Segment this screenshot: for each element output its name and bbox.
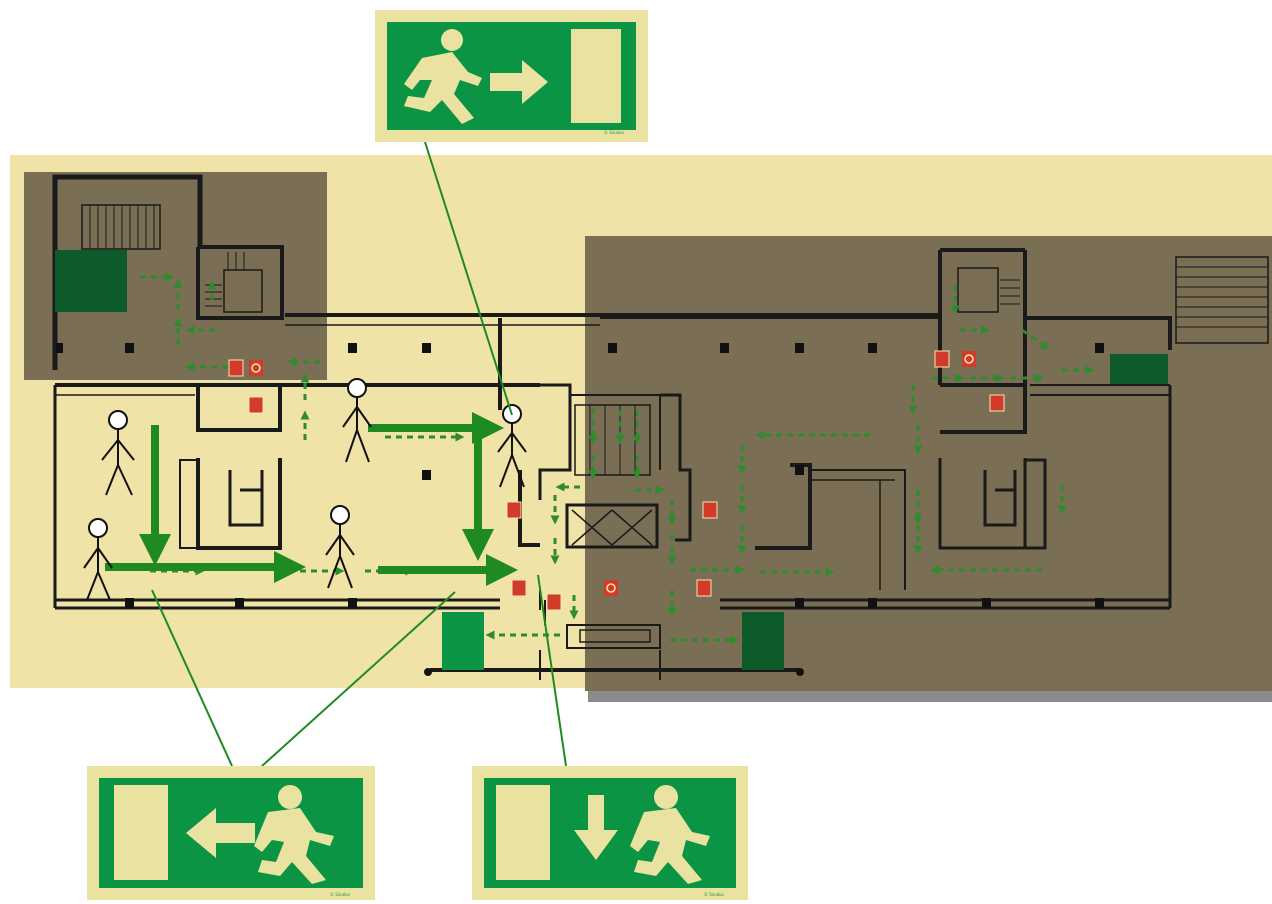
sign-footer-mark: © Sinalux <box>704 892 725 897</box>
fire-hose-reel-icon <box>249 351 976 596</box>
sign-footer-mark: © Sinalux <box>604 130 625 135</box>
arrow-left-icon <box>186 808 255 858</box>
sign-callout-lines <box>151 141 567 767</box>
person-icon <box>83 378 527 601</box>
running-person-icon <box>630 785 710 884</box>
evacuation-route <box>105 412 518 586</box>
exit-door-icon <box>55 250 1168 670</box>
exit-sign-bottom-left: © Sinalux <box>87 766 375 900</box>
building-walls <box>52 174 1269 680</box>
exit-sign-bottom-right: © Sinalux <box>472 766 748 900</box>
fire-extinguisher-icon <box>228 350 1005 611</box>
arrow-right-icon <box>490 60 548 104</box>
structural-columns <box>56 343 1104 676</box>
arrow-down-icon <box>574 795 618 860</box>
running-person-icon <box>254 785 334 884</box>
sign-footer-mark: © Sinalux <box>330 892 351 897</box>
running-person-icon <box>404 29 482 124</box>
exit-sign-top: © Sinalux <box>375 10 648 142</box>
